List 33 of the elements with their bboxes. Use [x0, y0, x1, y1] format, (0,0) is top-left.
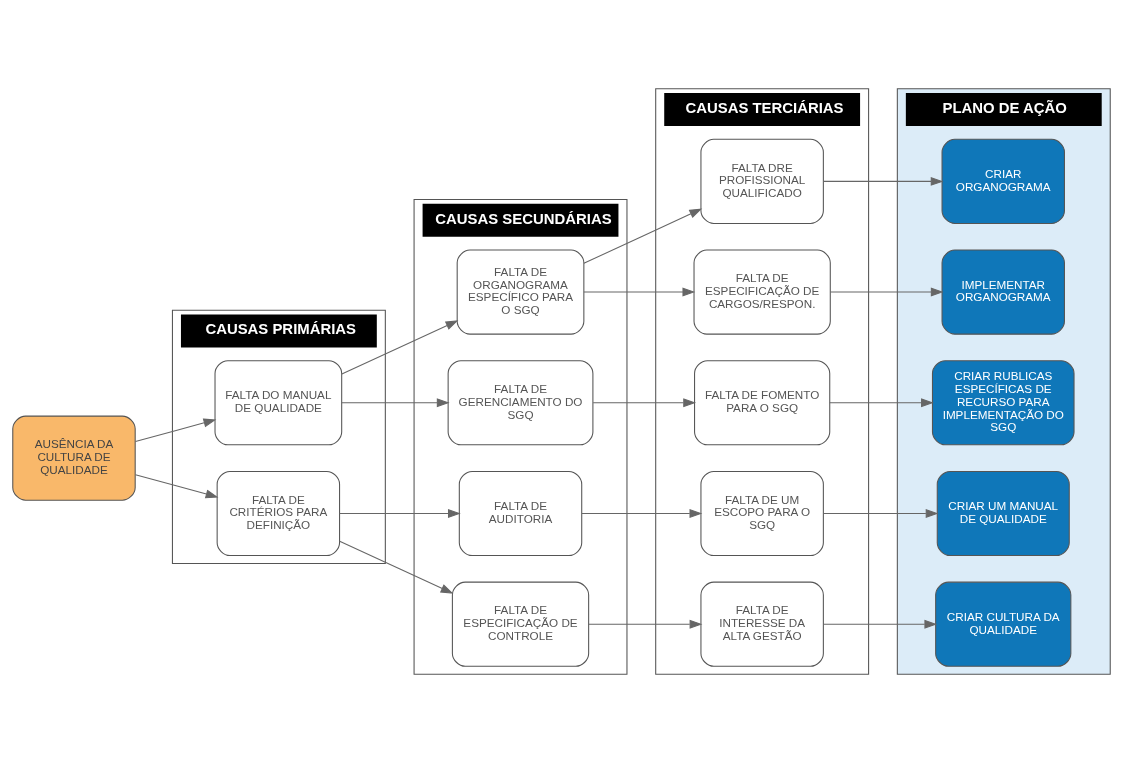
node-box: FALTA DE ORGANOGRAMA ESPECÍFICO PARA O SGQ: [456, 249, 585, 335]
arrow: [583, 287, 696, 297]
arrow: [341, 398, 450, 408]
arrow: [341, 320, 459, 375]
arrow: [592, 398, 697, 408]
node-box: FALTA DE CRITÉRIOS PARA DEFINIÇÃO: [216, 470, 341, 557]
node-box: FALTA DE INTERESSE DA ALTA GESTÃO: [700, 581, 824, 667]
node-box: FALTA DO MANUAL DE QUALIDADE: [214, 360, 343, 446]
node-box: FALTA DRE PROFISSIONAL QUALIFICADO: [700, 138, 824, 224]
arrow: [134, 418, 217, 443]
node-box: CRIAR ORGANOGRAMA: [941, 138, 1065, 224]
arrow: [583, 208, 703, 264]
arrow: [829, 398, 934, 408]
node-box: CRIAR RUBLICAS ESPECÍFICAS DE RECURSO PARA IMPLEMENTAÇÃO DO SGQ: [931, 360, 1075, 446]
arrow: [581, 509, 703, 518]
arrow: [588, 619, 703, 629]
node-box: IMPLEMENTAR ORGANOGRAMA: [941, 249, 1065, 335]
arrow: [823, 509, 939, 518]
arrow: [829, 287, 944, 297]
arrow: [823, 619, 938, 629]
node-box: AUSÊNCIA DA CULTURA DE QUALIDADE: [12, 415, 136, 501]
arrow: [339, 509, 461, 518]
node-box: FALTA DE ESPECIFICAÇÃO DE CARGOS/RESPON.: [693, 249, 831, 335]
arrow: [339, 540, 454, 594]
node-box: FALTA DE ESPECIFICAÇÃO DE CONTROLE: [451, 581, 590, 667]
arrow: [134, 474, 219, 499]
arrow: [823, 176, 944, 186]
node-box: CRIAR CULTURA DA QUALIDADE: [935, 581, 1072, 667]
node-box: FALTA DE UM ESCOPO PARA O SGQ: [700, 470, 824, 557]
node-box: FALTA DE GERENCIAMENTO DO SGQ: [447, 360, 594, 446]
node-box: CRIAR UM MANUAL DE QUALIDADE: [936, 470, 1070, 557]
node-box: FALTA DE AUDITORIA: [458, 470, 583, 557]
node-box: FALTA DE FOMENTO PARA O SGQ: [694, 360, 831, 446]
